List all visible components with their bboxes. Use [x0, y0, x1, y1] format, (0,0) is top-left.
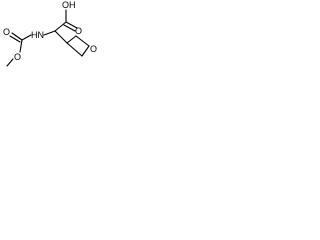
bond-acid-c-o-double-b — [63, 24, 76, 32]
bond-oxetane-c3-c2a — [66, 35, 77, 44]
amine-nh-label: HN — [31, 30, 44, 40]
bond-alpha-c-acid-c — [54, 21, 67, 32]
bond-methoxy-o-ch3 — [6, 58, 14, 67]
oxetane-oxygen-label: O — [90, 44, 97, 54]
acid-carbonyl-oxygen-label: O — [75, 26, 82, 36]
carbamate-carbonyl-oxygen-label: O — [3, 27, 10, 37]
methoxy-oxygen-label: O — [14, 52, 21, 62]
bond-alpha-c-nh — [43, 30, 56, 36]
structure-diagram: OH O HN O O O — [3, 0, 97, 67]
bond-acid-c-o-double-a — [65, 21, 78, 29]
bond-alpha-c-oxetane — [54, 30, 68, 44]
bond-nh-carbamate-c — [21, 34, 32, 41]
bond-oxetane-o-c2b — [81, 45, 90, 57]
acid-hydroxyl-label: OH — [62, 0, 76, 10]
bond-oxetane-c2a-o — [75, 35, 90, 47]
bond-carbamate-c-o-double-a — [11, 32, 23, 41]
bond-carbamate-c-o-double-b — [9, 35, 21, 43]
bond-carbamate-c-ome — [19, 39, 23, 53]
bond-oxetane-c2b-c3 — [66, 42, 83, 57]
